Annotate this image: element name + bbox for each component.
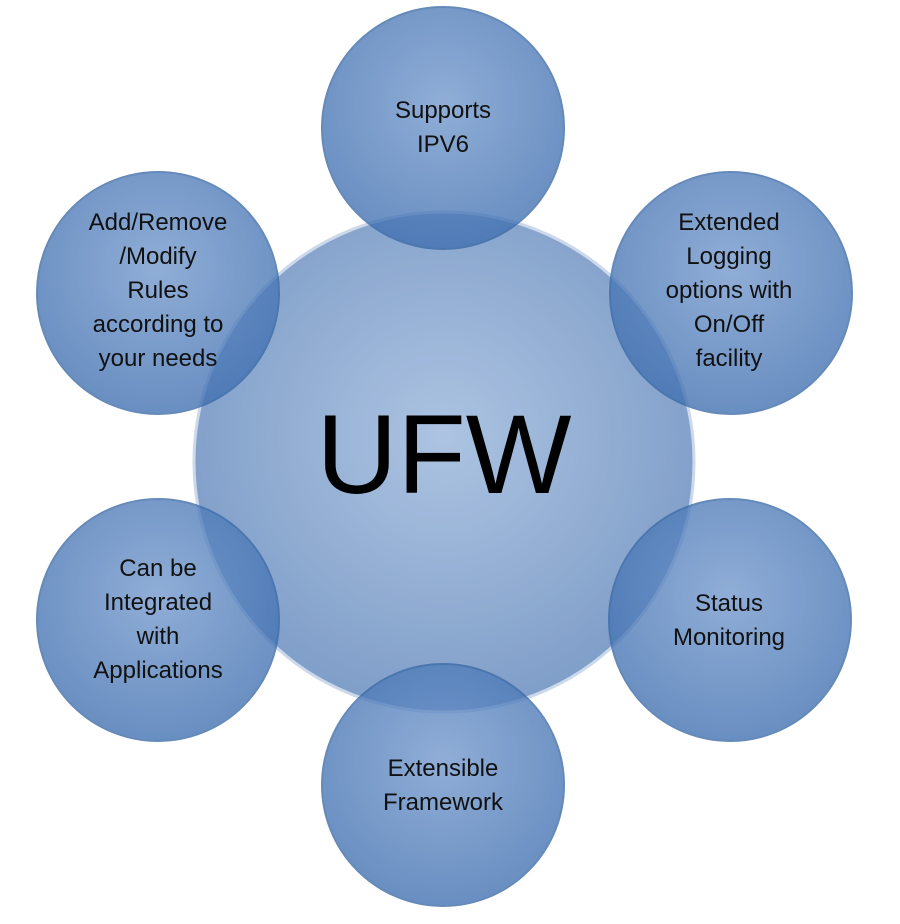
center-label: UFW [316,392,572,517]
node-integration-circle [36,498,280,742]
node-rules-circle [36,171,280,415]
node-logging-circle [609,171,853,415]
node-status-circle [608,498,852,742]
node-extensible-circle [321,663,565,907]
node-ipv6-circle [321,6,565,250]
